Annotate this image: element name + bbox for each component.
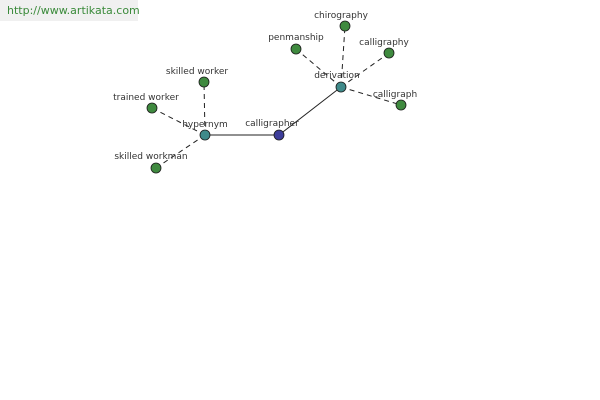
term-label: calligraph: [373, 90, 417, 100]
term-label: penmanship: [268, 33, 324, 43]
center-node[interactable]: [273, 129, 285, 141]
graph-nodes: [146, 20, 407, 174]
term-node[interactable]: [395, 99, 407, 111]
relation-node-hypernym[interactable]: [199, 129, 211, 141]
graph-labels: skilled worker trained worker skilled work…: [113, 11, 417, 162]
term-label: skilled worker: [166, 67, 229, 77]
term-label: calligraphy: [359, 38, 409, 48]
relation-label-hypernym: hypernym: [182, 120, 228, 130]
term-node[interactable]: [290, 43, 302, 55]
term-node[interactable]: [198, 76, 210, 88]
edge-center-derivation: [278, 86, 342, 136]
relation-label-derivation: derivation: [314, 71, 360, 81]
edge-derivation-2: [340, 52, 390, 88]
edge-hypernym-1: [151, 107, 206, 136]
term-node[interactable]: [146, 102, 158, 114]
edge-derivation-3: [340, 86, 402, 106]
term-node[interactable]: [339, 20, 351, 32]
edge-derivation-1: [295, 48, 342, 88]
term-node[interactable]: [150, 162, 162, 174]
graph-edges: [151, 25, 402, 169]
edge-hypernym-2: [155, 134, 206, 169]
term-label: skilled workman: [114, 152, 187, 162]
edge-derivation-0: [340, 25, 346, 88]
term-label: trained worker: [113, 93, 179, 103]
term-label: chirography: [314, 11, 369, 21]
center-label: calligrapher: [245, 119, 299, 129]
term-node[interactable]: [383, 47, 395, 59]
watermark-bar: http://www.artikata.com: [0, 0, 140, 21]
watermark-link[interactable]: http://www.artikata.com: [7, 4, 140, 17]
relation-node-derivation[interactable]: [335, 81, 347, 93]
